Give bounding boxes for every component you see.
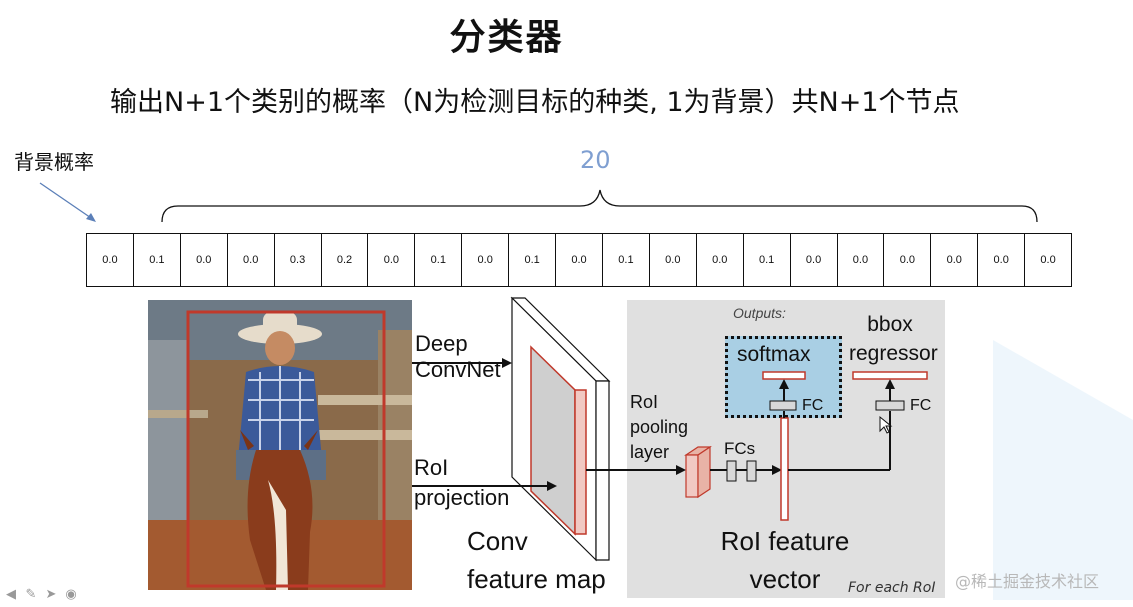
watermark: @稀土掘金技术社区 xyxy=(955,572,1100,591)
bbox-outline xyxy=(186,310,386,588)
mouse-cursor-icon xyxy=(879,415,893,434)
softmax-fc xyxy=(769,400,797,411)
prob-cell: 0.1 xyxy=(134,234,181,286)
prob-cell: 0.0 xyxy=(181,234,228,286)
background-probability-label: 背景概率 xyxy=(14,150,94,174)
prob-cell: 0.0 xyxy=(697,234,744,286)
fcs-label: FCs xyxy=(724,439,756,458)
prob-cell: 0.1 xyxy=(603,234,650,286)
fc-layer xyxy=(746,460,757,482)
prob-cell: 0.0 xyxy=(368,234,416,286)
outputs-label: Outputs: xyxy=(733,305,786,321)
bbox-fc xyxy=(875,400,905,411)
slide-title: 分类器 xyxy=(449,17,564,58)
background-arrow xyxy=(39,182,95,221)
softmax-output xyxy=(762,371,806,380)
prob-cell: 0.2 xyxy=(322,234,369,286)
slideshow-controls: ◀ ✎ ➤ ◉ xyxy=(4,588,78,602)
prob-cell: 0.1 xyxy=(509,234,557,286)
prob-cell: 0.1 xyxy=(415,234,463,286)
prob-cell: 0.0 xyxy=(87,234,134,286)
for-each-roi-label: For each RoI xyxy=(848,580,936,596)
roi-feature-vector xyxy=(780,417,789,521)
prob-cell: 0.0 xyxy=(838,234,885,286)
prob-cell: 0.0 xyxy=(556,234,603,286)
fc-layer xyxy=(726,460,737,482)
pointer-icon[interactable]: ◀ xyxy=(6,587,16,602)
prob-cell: 0.0 xyxy=(884,234,932,286)
decorative-shape xyxy=(993,340,1133,600)
cursor-icon[interactable]: ➤ xyxy=(45,587,57,602)
pen-icon[interactable]: ✎ xyxy=(25,587,37,602)
class-brace xyxy=(161,189,1038,223)
bbox-output xyxy=(852,371,928,380)
prob-cell: 0.0 xyxy=(462,234,510,286)
slide-subtitle: 输出N+1个类别的概率（N为检测目标的种类, 1为背景）共N+1个节点 xyxy=(110,87,960,118)
prob-cell: 0.0 xyxy=(1040,254,1056,266)
record-icon[interactable]: ◉ xyxy=(65,587,77,602)
prob-cell: 0.0 xyxy=(650,234,697,286)
prob-cell: 0.1 xyxy=(744,234,791,286)
prob-cell: 0.0 xyxy=(978,234,1026,286)
roi-slice-side xyxy=(574,389,587,535)
prob-cell: 0.0 xyxy=(791,234,838,286)
softmax-label: softmax xyxy=(737,343,811,366)
fc-label-softmax: FC xyxy=(802,397,824,414)
class-count-label: 20 xyxy=(580,146,611,174)
prob-cell: 0.0 xyxy=(931,234,979,286)
prob-cell: 0.3 xyxy=(275,234,322,286)
input-photo xyxy=(148,300,412,590)
fc-label-bbox: FC xyxy=(910,397,932,414)
prob-cell: 0.0 xyxy=(228,234,275,286)
probability-vector: 0.0 0.1 0.0 0.0 0.3 0.2 0.0 0.1 0.0 0.1 … xyxy=(86,233,1072,287)
background-arrow-head xyxy=(86,213,96,222)
